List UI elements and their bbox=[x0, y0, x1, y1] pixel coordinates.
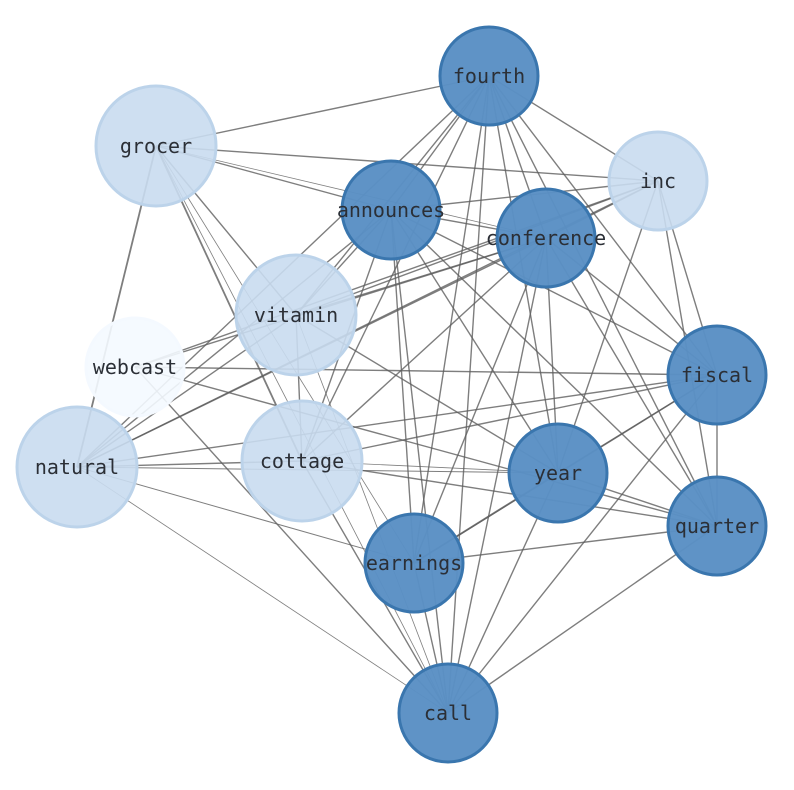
node-circle-year bbox=[507, 422, 609, 524]
node-circle-cottage bbox=[240, 399, 364, 523]
node-circle-call bbox=[397, 662, 499, 764]
edge-cottage-quarter bbox=[301, 460, 718, 527]
edge-vitamin-call bbox=[295, 314, 449, 714]
node-label-grocer: grocer bbox=[120, 134, 192, 158]
node-inc: inc bbox=[607, 130, 709, 232]
edge-announces-call bbox=[390, 209, 449, 714]
node-label-call: call bbox=[424, 701, 472, 725]
node-grocer: grocer bbox=[94, 84, 218, 208]
node-webcast: webcast bbox=[84, 316, 186, 418]
node-label-inc: inc bbox=[640, 169, 676, 193]
edge-webcast-quarter bbox=[134, 366, 718, 527]
edge-conference-call bbox=[447, 237, 547, 714]
node-label-vitamin: vitamin bbox=[254, 303, 338, 327]
edge-quarter-earnings bbox=[413, 525, 718, 564]
node-circle-earnings bbox=[363, 512, 465, 614]
node-circle-inc bbox=[607, 130, 709, 232]
node-label-webcast: webcast bbox=[93, 355, 177, 379]
node-circle-vitamin bbox=[234, 253, 358, 377]
node-call: call bbox=[397, 662, 499, 764]
edge-webcast-call bbox=[134, 366, 449, 714]
edge-conference-earnings bbox=[413, 237, 547, 564]
edge-fourth-earnings bbox=[413, 75, 490, 564]
node-cottage: cottage bbox=[240, 399, 364, 523]
edge-announces-natural bbox=[76, 209, 392, 468]
node-fourth: fourth bbox=[438, 25, 540, 127]
edge-fourth-fiscal bbox=[488, 75, 718, 376]
node-circle-grocer bbox=[94, 84, 218, 208]
edge-inc-vitamin bbox=[295, 180, 659, 316]
node-circle-webcast bbox=[84, 316, 186, 418]
edge-natural-fiscal bbox=[76, 374, 718, 468]
edge-announces-earnings bbox=[390, 209, 415, 564]
edge-quarter-call bbox=[447, 525, 718, 714]
edge-announces-year bbox=[390, 209, 559, 474]
node-layer: fourth grocer inc announces conference vitami… bbox=[15, 25, 768, 764]
edge-webcast-fiscal bbox=[134, 366, 718, 376]
node-circle-fiscal bbox=[666, 324, 768, 426]
node-label-earnings: earnings bbox=[366, 551, 462, 575]
node-announces: announces bbox=[337, 159, 445, 261]
node-label-quarter: quarter bbox=[675, 514, 759, 538]
node-circle-quarter bbox=[666, 475, 768, 577]
node-earnings: earnings bbox=[363, 512, 465, 614]
edge-natural-call bbox=[76, 466, 449, 714]
node-circle-announces bbox=[340, 159, 442, 261]
node-vitamin: vitamin bbox=[234, 253, 358, 377]
node-conference: conference bbox=[486, 187, 606, 289]
edge-fiscal-call bbox=[447, 374, 718, 714]
node-label-announces: announces bbox=[337, 198, 445, 222]
node-natural: natural bbox=[15, 405, 139, 529]
edge-announces-quarter bbox=[390, 209, 718, 527]
node-label-conference: conference bbox=[486, 226, 606, 250]
node-label-fiscal: fiscal bbox=[681, 363, 753, 387]
node-circle-conference bbox=[495, 187, 597, 289]
node-quarter: quarter bbox=[666, 475, 768, 577]
node-year: year bbox=[507, 422, 609, 524]
node-label-year: year bbox=[534, 461, 582, 485]
node-label-natural: natural bbox=[35, 455, 119, 479]
edge-announces-fiscal bbox=[390, 209, 718, 376]
node-fiscal: fiscal bbox=[666, 324, 768, 426]
edge-fourth-call bbox=[447, 75, 490, 714]
edge-inc-year bbox=[557, 180, 659, 474]
node-circle-fourth bbox=[438, 25, 540, 127]
node-label-cottage: cottage bbox=[260, 449, 344, 473]
node-label-fourth: fourth bbox=[453, 64, 525, 88]
edge-fourth-quarter bbox=[488, 75, 718, 527]
edge-conference-quarter bbox=[545, 237, 718, 527]
node-circle-natural bbox=[15, 405, 139, 529]
edge-cottage-fiscal bbox=[301, 374, 718, 462]
